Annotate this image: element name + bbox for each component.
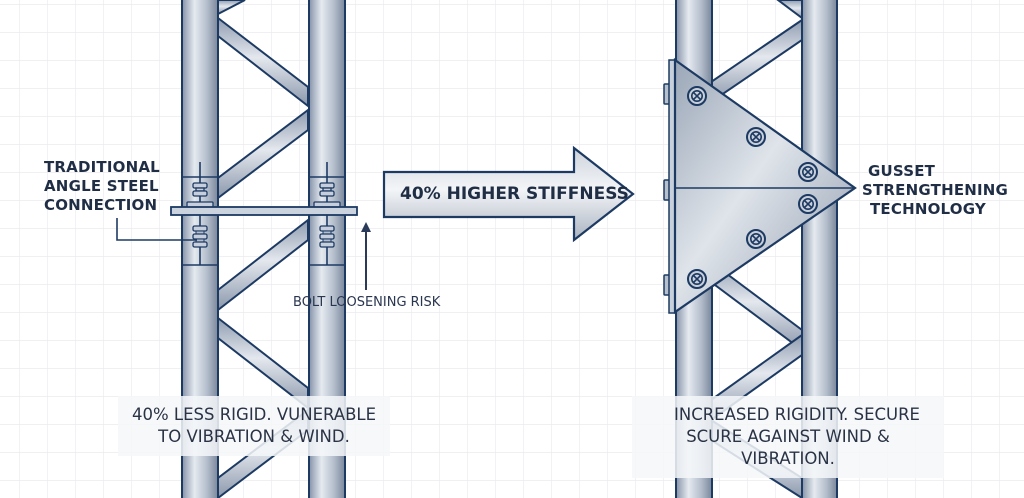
- left-title: TRADITIONAL ANGLE STEEL CONNECTION: [44, 158, 160, 215]
- left-caption-line: TO VIBRATION & WIND.: [158, 427, 350, 446]
- right-caption-line: SCURE AGAINST WIND & VIBRATION.: [686, 427, 890, 468]
- bolt-icon: [798, 194, 818, 214]
- bolt-stack-icon: [192, 225, 208, 248]
- right-tower: [663, 0, 857, 498]
- bolt-stack-icon: [319, 225, 335, 248]
- right-title-line: STRENGTHENING: [862, 181, 1009, 199]
- up-arrow-icon: [361, 222, 371, 290]
- right-title-line: TECHNOLOGY: [870, 200, 986, 218]
- left-title-line: ANGLE STEEL: [44, 177, 159, 195]
- stiffness-arrow-label: 40% HIGHER STIFFNESS: [400, 184, 629, 204]
- left-title-line: CONNECTION: [44, 196, 158, 214]
- bolt-icon: [746, 127, 766, 147]
- right-caption-line: INCREASED RIGIDITY. SECURE: [673, 405, 920, 424]
- angle-steel-plate: [170, 206, 358, 216]
- bolt-icon: [798, 162, 818, 182]
- bolt-icon: [687, 86, 707, 106]
- gusset-plate: [673, 57, 857, 315]
- right-title: GUSSET STRENGTHENING TECHNOLOGY: [862, 162, 1008, 219]
- left-caption-line: 40% LESS RIGID. VUNERABLE: [131, 405, 377, 424]
- callout-leader-line: [116, 218, 197, 241]
- right-arrow-icon: [382, 145, 635, 243]
- right-title-line: GUSSET: [868, 162, 936, 180]
- bolt-icon: [687, 269, 707, 289]
- bolt-loosening-callout: BOLT LOOSENING RISK: [293, 295, 441, 310]
- left-title-line: TRADITIONAL: [44, 158, 160, 176]
- right-caption: INCREASED RIGIDITY. SECURE SCURE AGAINST…: [632, 396, 944, 478]
- bolt-icon: [746, 229, 766, 249]
- left-caption: 40% LESS RIGID. VUNERABLE TO VIBRATION &…: [118, 396, 390, 456]
